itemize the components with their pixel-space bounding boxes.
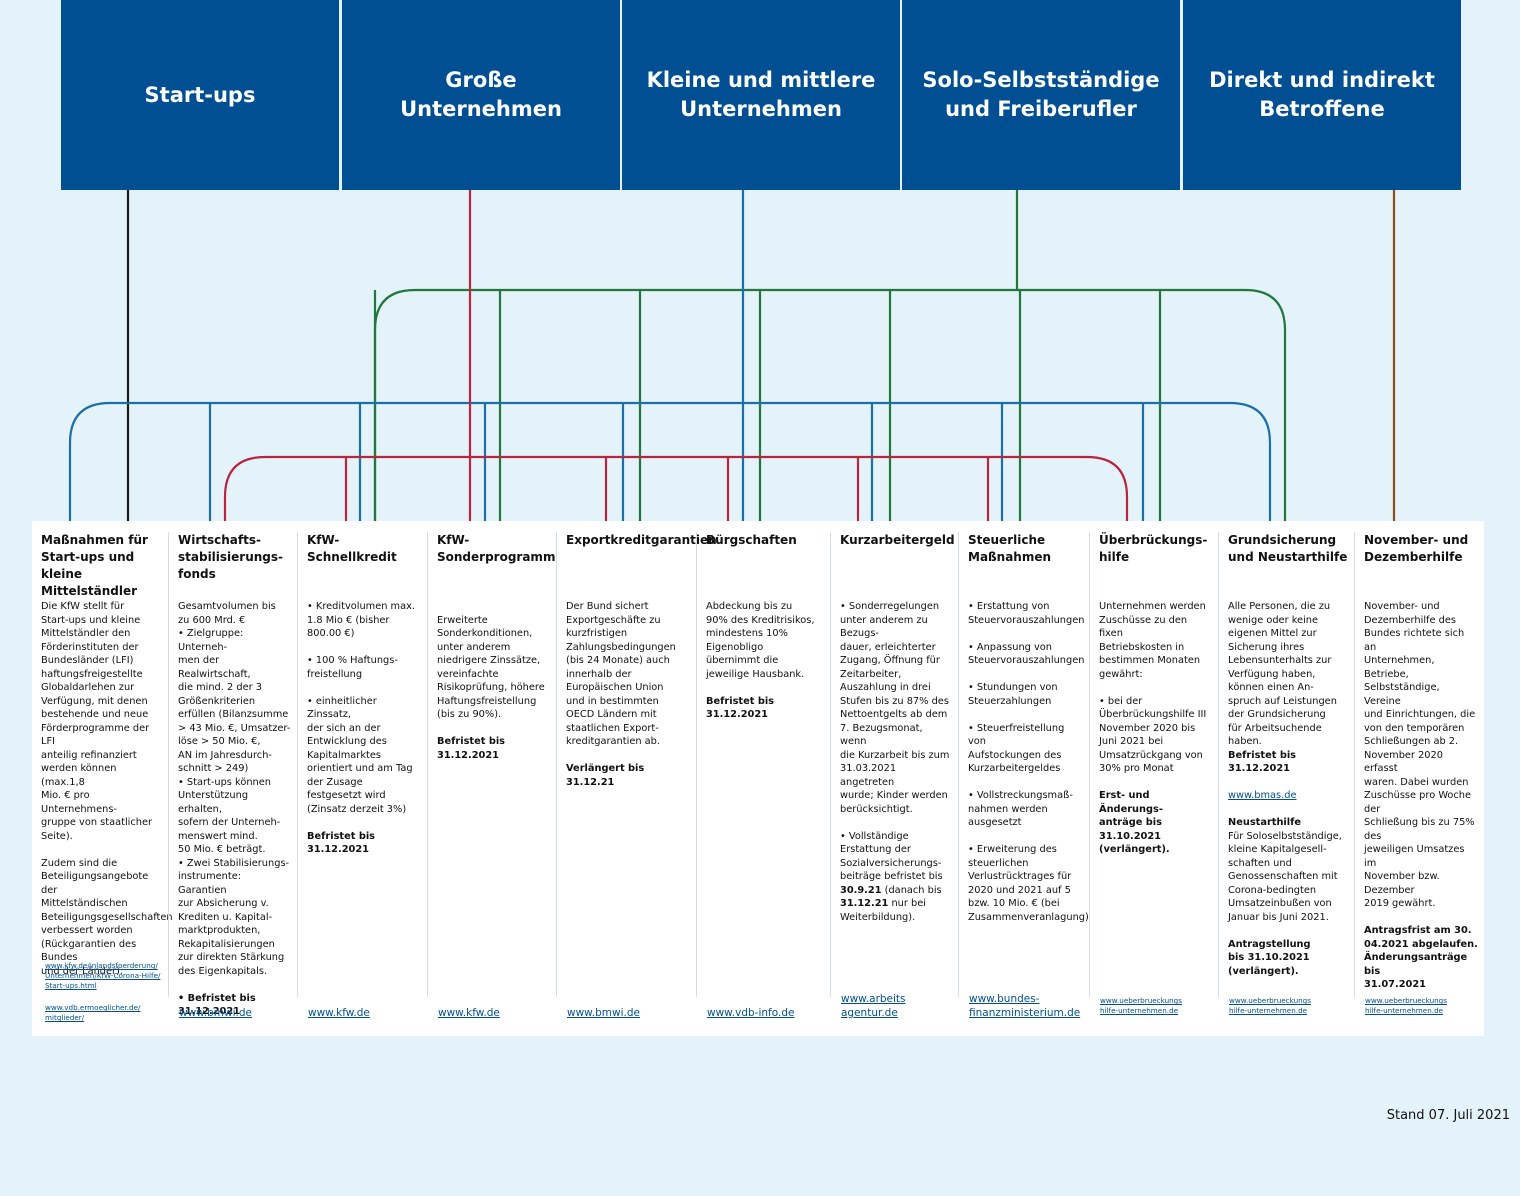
measure-title: Überbrückungs- hilfe xyxy=(1099,533,1208,564)
measure-link[interactable]: www.ueberbrueckungs hilfe-unternehmen.de xyxy=(1365,996,1447,1015)
measure-title: November- und Dezemberhilfe xyxy=(1364,533,1469,564)
measure-description: • Erstattung von Steuervorauszahlungen •… xyxy=(968,601,1089,923)
measure-title: Bürgschaften xyxy=(706,533,797,547)
measure-description: Gesamtvolumen bis zu 600 Mrd. € • Zielgr… xyxy=(178,601,291,1017)
measure-link[interactable]: www.bmas.de xyxy=(1228,790,1297,801)
measures-panel xyxy=(32,521,1484,1036)
measure-description: November- und Dezemberhilfe des Bundes r… xyxy=(1364,601,1478,990)
measure-link[interactable]: www.kfw.de xyxy=(438,1007,500,1019)
measure-description: Der Bund sichert Exportgeschäfte zu kurz… xyxy=(566,601,676,788)
measure-column-7: Steuerliche Maßnahmen • Erstattung von St… xyxy=(958,532,1089,997)
measure-title: Wirtschafts- stabilisierungs- fonds xyxy=(178,533,284,581)
line-kmu xyxy=(68,190,1272,521)
header-1: Große Unternehmen xyxy=(342,0,620,190)
measure-description: • Kreditvolumen max. 1.8 Mio € (bisher 8… xyxy=(307,601,416,855)
measure-column-0: Maßnahmen für Start-ups und kleine Mitte… xyxy=(32,532,173,997)
measure-title: Maßnahmen für Start-ups und kleine Mitte… xyxy=(41,533,148,598)
measure-description: • Sonderregelungen unter anderem zu Bezu… xyxy=(840,601,950,923)
measure-title: Exportkreditgarantien xyxy=(566,533,717,547)
measure-column-3: KfW- Sonderprogramm Erweiterte Sonderkon… xyxy=(427,532,556,997)
measure-description: Unternehmen werden Zuschüsse zu den fixe… xyxy=(1099,601,1207,855)
connector-lines xyxy=(68,190,1396,521)
line-grosse xyxy=(223,190,1129,521)
measure-title: Steuerliche Maßnahmen xyxy=(968,533,1052,564)
header-0: Start-ups xyxy=(61,0,339,190)
measure-title: Grundsicherung und Neustarthilfe xyxy=(1228,533,1348,564)
measure-description: Erweiterte Sonderkonditionen, unter ande… xyxy=(437,614,545,761)
measure-link[interactable]: www.kfw.de/inlandsfoerderung/ Unternehme… xyxy=(45,961,161,990)
measure-title: KfW- Schnellkredit xyxy=(307,533,397,564)
header-3: Solo-Selbstständige und Freiberufler xyxy=(902,0,1180,190)
measure-column-6: Kurzarbeitergeld • Sonderregelungen unter… xyxy=(830,532,958,997)
header-4: Direkt und indirekt Betroffene xyxy=(1183,0,1461,190)
measure-title: Kurzarbeitergeld xyxy=(840,533,955,547)
measure-description: Die KfW stellt für Start-ups und kleine … xyxy=(41,601,173,977)
measure-link[interactable]: www.bmwi.de xyxy=(179,1007,252,1019)
measure-description: Alle Personen, die zu wenige oder keine … xyxy=(1228,601,1342,977)
measure-link[interactable]: www.arbeits agentur.de xyxy=(841,993,906,1019)
measure-link[interactable]: www.bmwi.de xyxy=(567,1007,640,1019)
measure-link[interactable]: www.vdb-info.de xyxy=(707,1007,795,1019)
measure-link[interactable]: www.ueberbrueckungs hilfe-unternehmen.de xyxy=(1229,996,1311,1015)
measure-description: Abdeckung bis zu 90% des Kreditrisikos, … xyxy=(706,601,815,720)
measure-column-2: KfW- Schnellkredit • Kreditvolumen max. 1… xyxy=(297,532,427,997)
measure-link[interactable]: www.kfw.de xyxy=(308,1007,370,1019)
measure-title: KfW- Sonderprogramm xyxy=(437,533,556,564)
measure-link[interactable]: www.ueberbrueckungs hilfe-unternehmen.de xyxy=(1100,996,1182,1015)
line-solo xyxy=(373,190,1287,521)
stand-date: Stand 07. Juli 2021 xyxy=(1386,1108,1510,1123)
measure-link[interactable]: www.bundes- finanzministerium.de xyxy=(969,993,1081,1019)
measure-link[interactable]: www.vdb.ermoeglicher.de/ mitglieder/ xyxy=(45,1003,141,1022)
header-2: Kleine und mittlere Unternehmen xyxy=(622,0,900,190)
